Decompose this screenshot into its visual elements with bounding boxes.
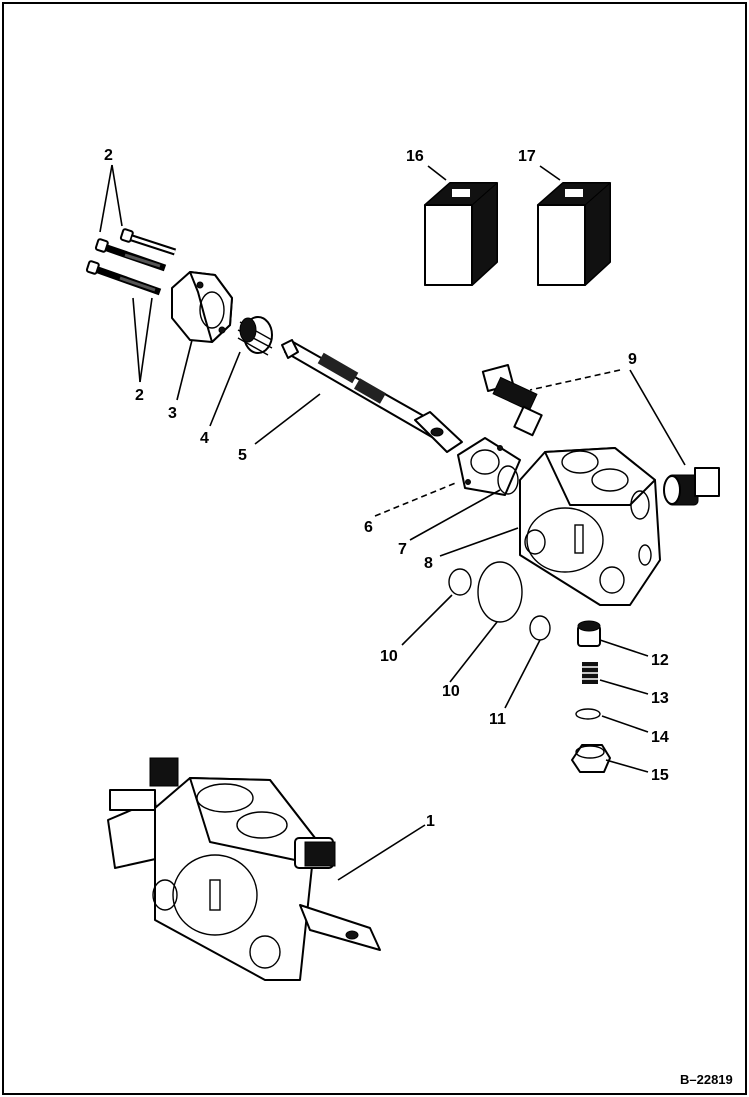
callout-2-bottom: 2 [135, 387, 144, 404]
o-ring-10a [448, 568, 472, 596]
spring-13 [582, 662, 598, 684]
end-cap-3 [171, 271, 233, 343]
callout-11: 10 [442, 683, 460, 700]
o-ring-11 [477, 561, 523, 623]
callout-10-right: 11 [489, 711, 506, 728]
callout-17: 17 [518, 148, 536, 165]
callout-6: 6 [364, 519, 373, 536]
relief-valve-9a [481, 363, 543, 437]
callout-5: 5 [238, 447, 247, 464]
o-ring-10b [529, 615, 551, 641]
callout-14: 14 [651, 729, 669, 746]
spool-5 [281, 339, 463, 453]
plug-12 [577, 620, 601, 647]
o-ring-7 [497, 465, 519, 495]
callout-7: 7 [398, 541, 407, 558]
callout-labels: 2 2 3 4 5 6 7 8 9 10 10 11 12 13 14 15 1… [104, 147, 669, 830]
callout-4: 4 [200, 430, 209, 447]
valve-assembly-1 [107, 757, 381, 981]
kit-box-16 [423, 181, 499, 287]
bolts-2 [85, 228, 177, 296]
callout-9: 9 [628, 351, 637, 368]
o-ring-14 [575, 708, 601, 720]
callout-3: 3 [168, 405, 177, 422]
callout-12: 12 [651, 652, 669, 669]
kit-box-17 [536, 181, 612, 287]
callout-15: 15 [651, 767, 669, 784]
callout-16: 16 [406, 148, 424, 165]
relief-valve-9b [663, 467, 720, 506]
plug-15 [571, 744, 611, 773]
callout-1: 1 [426, 813, 435, 830]
valve-section-8 [519, 447, 661, 606]
figure-reference-number: B–22819 [680, 1072, 733, 1087]
callout-8: 8 [424, 555, 433, 572]
callout-13: 13 [651, 690, 669, 707]
callout-10-left: 10 [380, 648, 398, 665]
leader-lines [99, 164, 686, 881]
flange-6 [457, 437, 521, 496]
callout-2-top: 2 [104, 147, 113, 164]
spring-4 [237, 316, 273, 356]
